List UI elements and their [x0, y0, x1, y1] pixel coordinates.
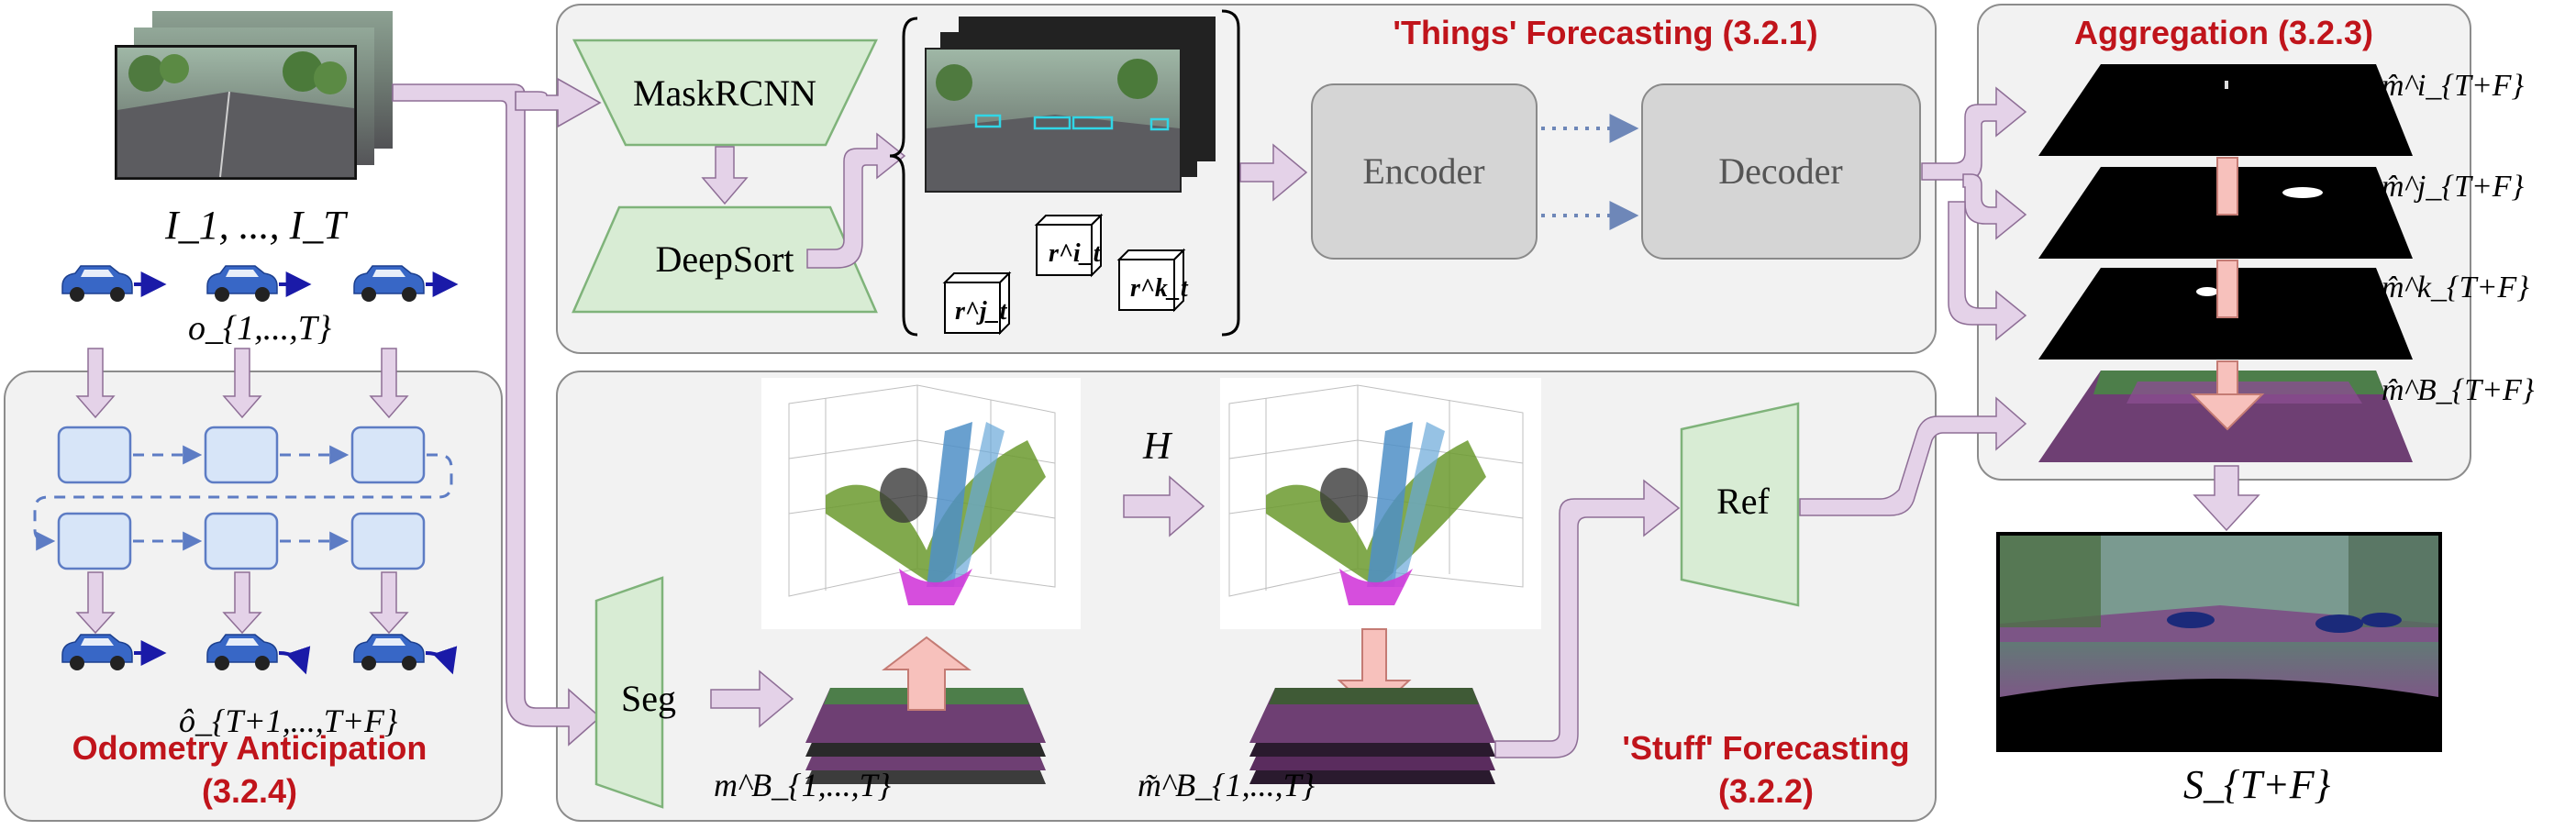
masks-to-cloud-arrow — [882, 636, 972, 711]
decoder-block — [1641, 83, 1921, 260]
stuff-masks-label: m^B_{1,...,T} — [714, 767, 892, 803]
input-frames-label: I_1, ..., I_T — [164, 203, 349, 248]
odometry-past-cars — [61, 265, 459, 302]
tracks-to-encoder-arrow — [1239, 143, 1308, 202]
input-frames — [115, 11, 393, 180]
car-icon — [353, 634, 458, 675]
stuff-forecast-label: m̃^B_{1,...,T} — [1138, 767, 1316, 803]
aggregation-down-arrows — [2190, 157, 2265, 431]
car-icon — [61, 634, 167, 670]
odometry-network — [33, 348, 453, 635]
feature-k-label: r^k_t — [1130, 274, 1189, 303]
maskrcnn-label: MaskRCNN — [633, 72, 816, 114]
seg-to-masks-arrow — [710, 670, 794, 728]
mask-i-label: m̂^i_{T+F} — [2382, 69, 2525, 103]
mask-j-label: m̂^j_{T+F} — [2382, 170, 2525, 204]
ref-block — [1680, 402, 1800, 607]
odometry-title: Odometry Anticipation — [72, 729, 427, 767]
feature-cube-k — [1116, 248, 1186, 313]
things-title: 'Things' Forecasting (3.2.1) — [1393, 14, 1817, 51]
car-icon — [206, 634, 311, 675]
odometry-past-label: o_{1,...,T} — [188, 309, 331, 348]
feature-cube-i — [1034, 213, 1104, 278]
seg-block — [594, 576, 664, 809]
forecast-mask-stack — [1249, 688, 1495, 784]
encoder-decoder-links — [1541, 114, 1639, 230]
tracked-frames — [925, 17, 1216, 193]
aggregation-title: Aggregation (3.2.3) — [2074, 14, 2373, 51]
input-to-branches-arrow — [392, 77, 602, 747]
seg-label: Seg — [621, 678, 676, 719]
forecast-to-ref-arrow — [1494, 479, 1681, 758]
stuff-mask-stack — [805, 688, 1046, 784]
maskrcnn-to-deepsort-arrow — [701, 146, 749, 205]
mask-b-label: m̂^B_{T+F} — [2382, 373, 2535, 407]
aggregation-to-output-arrow — [2193, 465, 2260, 532]
point-cloud-past — [761, 378, 1081, 629]
feature-cube-j — [942, 271, 1012, 336]
decoder-to-masks-arrows — [1921, 86, 2027, 341]
deepsort-block — [572, 205, 878, 314]
feature-j-label: r^j_t — [955, 297, 1008, 326]
ref-label: Ref — [1716, 481, 1770, 522]
transform-arrow — [1123, 475, 1205, 537]
stuff-title: 'Stuff' Forecasting — [1622, 729, 1909, 767]
car-icon — [61, 265, 167, 302]
odometry-section-number: (3.2.4) — [202, 772, 297, 810]
feature-i-label: r^i_t — [1049, 239, 1102, 268]
odometry-future-cars — [61, 634, 458, 675]
stuff-section-number: (3.2.2) — [1718, 772, 1814, 810]
output-label: S_{T+F} — [2183, 762, 2331, 807]
odometry-panel — [4, 371, 503, 822]
maskrcnn-block — [572, 39, 878, 147]
point-cloud-transformed — [1220, 378, 1541, 629]
car-icon — [206, 265, 312, 302]
deepsort-label: DeepSort — [655, 238, 794, 280]
encoder-block — [1311, 83, 1538, 260]
mask-k-label: m̂^k_{T+F} — [2382, 271, 2529, 304]
transform-label: H — [1142, 426, 1173, 468]
encoder-label: Encoder — [1362, 150, 1484, 192]
deepsort-to-tracks-arrow — [806, 132, 906, 269]
ref-to-aggregation-arrow — [1799, 396, 2027, 516]
decoder-label: Decoder — [1718, 150, 1842, 192]
car-icon — [353, 265, 459, 302]
output-segmentation — [1996, 532, 2442, 752]
tracks-bracket — [889, 9, 1240, 337]
odometry-future-label: ô_{T+1,...,T+F} — [179, 703, 398, 739]
mask-layer-i — [2038, 64, 2413, 156]
